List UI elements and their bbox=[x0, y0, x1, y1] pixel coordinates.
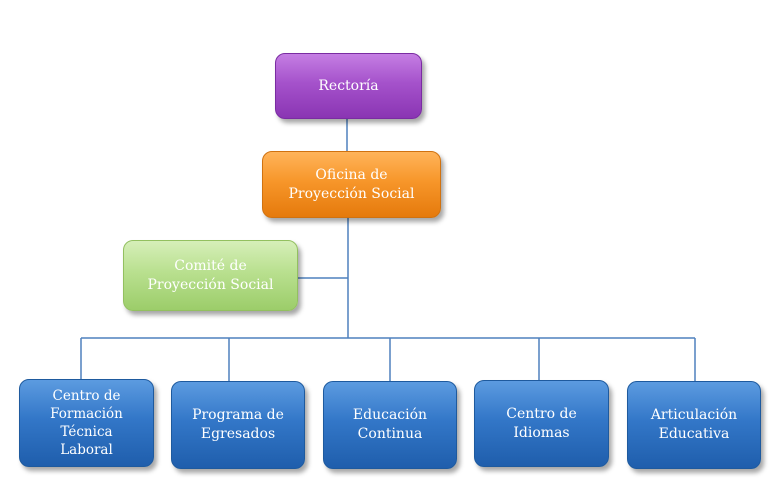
node-centro-formacion-tecnica-laboral: Centro de Formación Técnica Laboral bbox=[19, 379, 154, 467]
node-comite-proyeccion-social: Comité de Proyección Social bbox=[123, 240, 298, 311]
node-programa-egresados: Programa de Egresados bbox=[171, 381, 305, 469]
node-oficina-proyeccion-social: Oficina de Proyección Social bbox=[262, 151, 441, 218]
node-centro-idiomas: Centro de Idiomas bbox=[474, 380, 609, 467]
node-rectoria: Rectoría bbox=[275, 53, 422, 119]
node-educacion-continua: Educación Continua bbox=[323, 381, 457, 469]
node-articulacion-educativa: Articulación Educativa bbox=[627, 381, 761, 469]
